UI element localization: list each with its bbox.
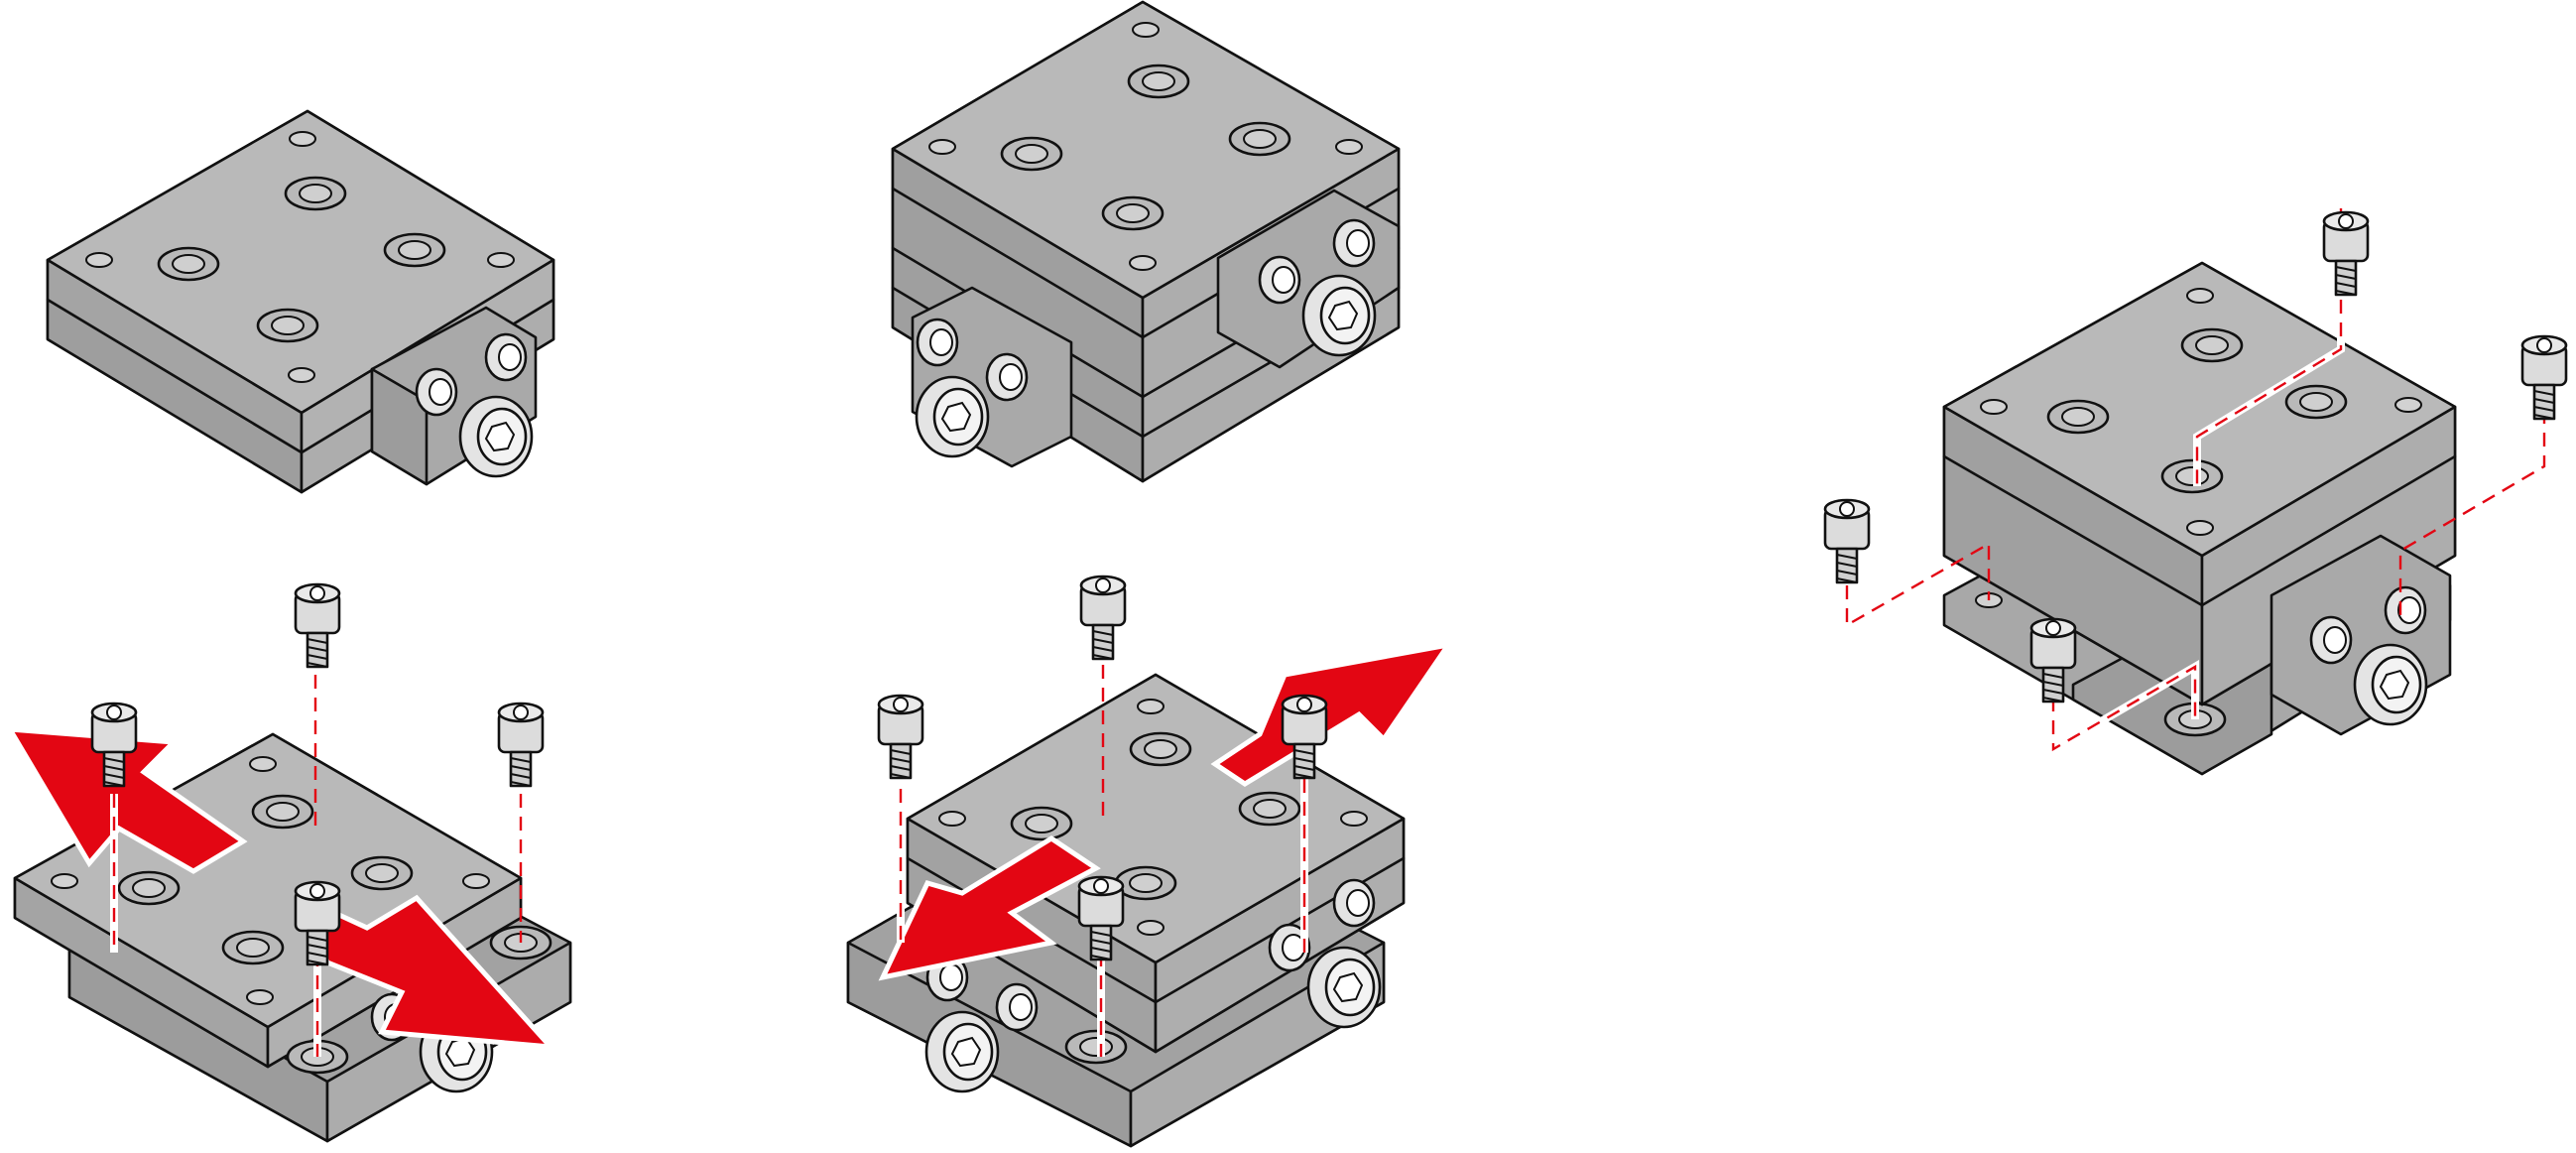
direction-arrow-back-right — [1210, 641, 1454, 787]
direction-arrow-right — [298, 893, 557, 1051]
xy-stage-with-mounting-bracket — [1823, 208, 2568, 776]
xy-stage-mounting — [846, 575, 1454, 1148]
xy-stage-assembled — [891, 0, 1401, 483]
direction-arrow-left — [5, 726, 248, 874]
direction-arrow-front-left — [878, 835, 1101, 981]
single-axis-stage-assembled — [46, 109, 555, 494]
single-axis-stage-mounting — [5, 582, 572, 1143]
